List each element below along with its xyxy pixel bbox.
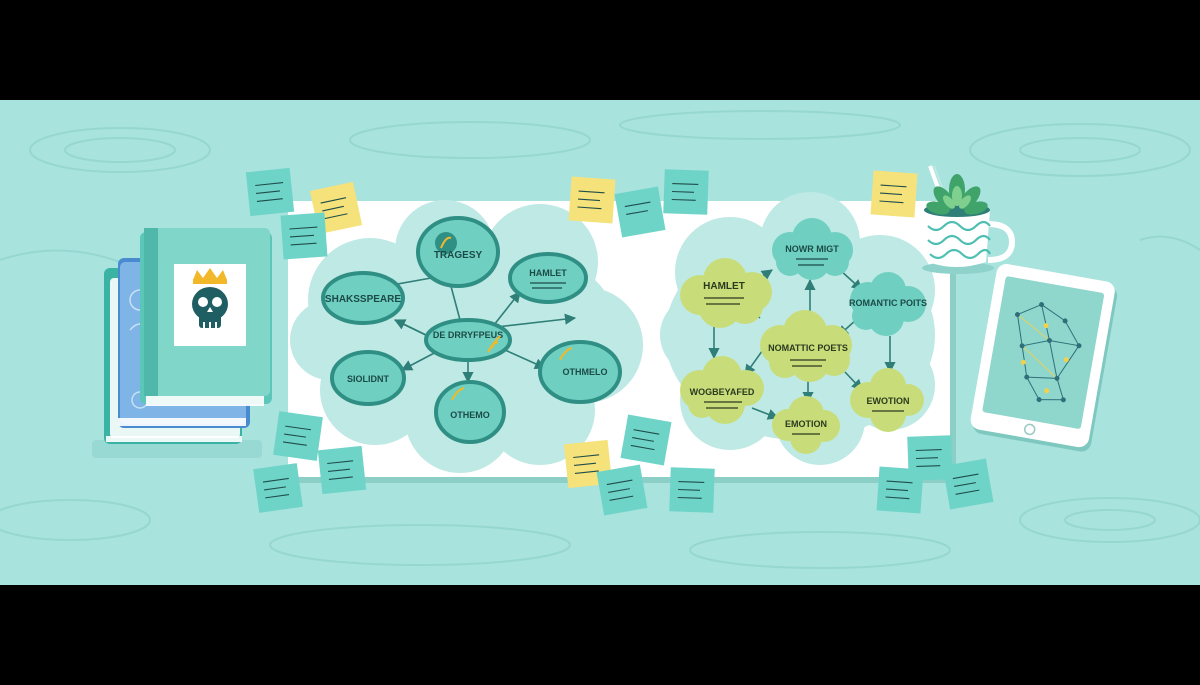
left-node-hamlet: HAMLET (508, 252, 588, 304)
left-node-shakespeare: SHAKSSPEARE (321, 271, 405, 325)
left-node-hamlet-label: HAMLET (529, 268, 567, 278)
left-node-soliloquy-label: SIOLIDNT (347, 374, 390, 384)
succulent-plant-icon (922, 165, 1016, 274)
left-node-tragedy-label: TRAGESY (434, 250, 483, 261)
left-node-center: DE DRRYFPEUS (424, 318, 512, 362)
right-node-romantic-label: ROMANTIC POITS (849, 298, 927, 308)
sticky-note (663, 169, 709, 215)
left-node-othello-bottom: OTHEMO (434, 380, 506, 444)
tablet (970, 263, 1118, 452)
right-node-emotion-bottom: EMOTION (772, 396, 840, 454)
left-node-center-label: DE DRRYFPEUS (433, 330, 503, 340)
sticky-note (245, 167, 295, 217)
right-node-emotion-right: EWOTION (850, 368, 924, 432)
book-stack (92, 228, 272, 458)
network-graph-icon (1016, 304, 1080, 401)
left-node-shakespeare-label: SHAKSSPEARE (325, 294, 401, 305)
right-node-center: NOMATTIC POETS (760, 310, 852, 382)
right-mind-map: HAMLET NOWR MIGT ROMANTIC POITS NOMATTIC… (660, 192, 935, 465)
right-node-wordsworth: WOGBEYAFED (680, 356, 764, 424)
right-node-north: NOWR MIGT (772, 218, 853, 280)
sticky-note (870, 170, 918, 218)
sticky-note (876, 466, 924, 514)
sticky-note (568, 176, 616, 224)
left-node-othello-bottom-label: OTHEMO (450, 410, 490, 420)
left-node-othello-right-label: OTHMELO (563, 367, 608, 377)
sticky-note (280, 212, 328, 260)
left-node-soliloquy: SIOLIDNT (330, 350, 406, 406)
left-node-tragedy: TRAGESY (416, 216, 500, 288)
sticky-note (596, 464, 648, 516)
sticky-note (942, 458, 994, 510)
right-node-emotion-bottom-label: EMOTION (785, 419, 827, 429)
desk-wood-grain (0, 110, 1200, 569)
left-node-othello-right: OTHMELO (538, 340, 622, 404)
sticky-note (620, 414, 672, 466)
sticky-note (253, 463, 303, 513)
right-node-romantic: ROMANTIC POITS (849, 272, 927, 336)
left-mind-map: TRAGESY HAMLET SHAKSSPEARE DE DRRYFPEUS … (290, 200, 643, 473)
sticky-note (273, 411, 323, 461)
right-node-center-label: NOMATTIC POETS (768, 343, 848, 353)
sticky-note (614, 186, 666, 238)
sticky-note (669, 467, 715, 513)
sticky-notes (245, 167, 994, 516)
right-node-hamlet-label: HAMLET (703, 281, 745, 292)
right-node-wordsworth-label: WOGBEYAFED (690, 387, 755, 397)
right-node-hamlet: HAMLET (680, 258, 772, 328)
sticky-note (317, 445, 367, 495)
right-node-north-label: NOWR MIGT (785, 244, 839, 254)
right-node-emotion-right-label: EWOTION (867, 396, 910, 406)
skull-with-crown-icon (192, 268, 228, 328)
